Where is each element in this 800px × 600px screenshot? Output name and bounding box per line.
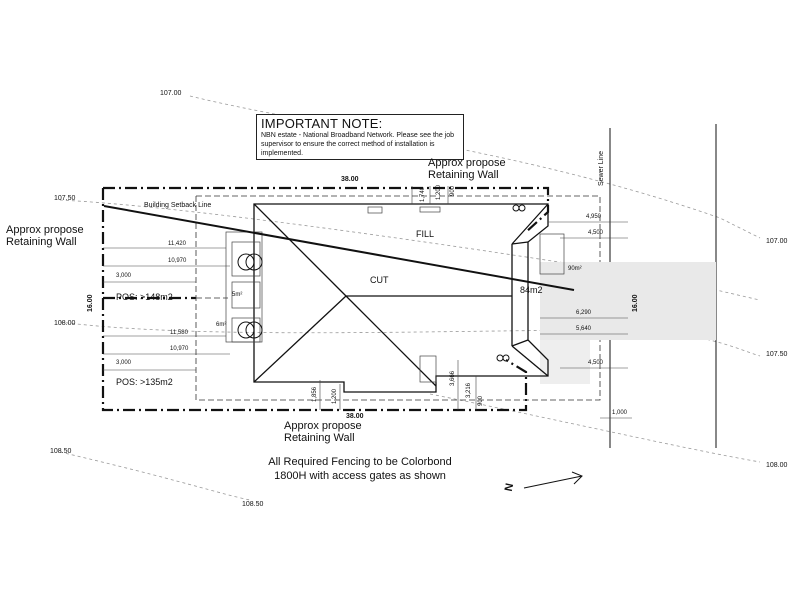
dim-900-bottom: 900	[478, 395, 484, 406]
retaining-wall-label-left: Approx propose Retaining Wall	[6, 224, 84, 248]
dim-4500-bottom: 4,500	[588, 360, 604, 366]
house-details	[225, 206, 565, 383]
dim-right-16: 16.00	[632, 294, 639, 312]
dim-4500-top: 4,500	[588, 230, 604, 236]
dim-top-38: 38.00	[341, 176, 359, 183]
house-roof	[253, 203, 549, 393]
level-label: 108.50	[50, 448, 72, 455]
dim-10970-bottom: 10,970	[170, 346, 189, 352]
dim-left-16: 16.00	[87, 294, 94, 312]
cut-fill-line	[103, 205, 575, 291]
dim-1200-top: 1,200	[436, 184, 442, 200]
pos-bottom-label: POS: >135m2	[116, 377, 173, 387]
dim-3216: 3,216	[466, 382, 472, 398]
dim-6290: 6,290	[576, 310, 592, 316]
area-5-label: 5m²	[232, 292, 243, 298]
cut-label: CUT	[370, 275, 389, 285]
level-label: 108.00	[766, 462, 788, 469]
retaining-wall-label-top: Approx propose Retaining Wall	[428, 157, 506, 181]
dim-1856: 1,856	[312, 386, 318, 402]
area-6-label: 6m²	[216, 322, 227, 328]
dim-5640: 5,640	[576, 326, 592, 332]
dim-900-top: 900	[450, 185, 456, 196]
retaining-wall-label-bottom: Approx propose Retaining Wall	[284, 420, 362, 444]
dim-1200-bottom: 1,200	[332, 388, 338, 404]
level-label: 107.50	[766, 351, 788, 358]
note-body: NBN estate - National Broadband Network.…	[261, 132, 454, 157]
level-label: 107.00	[766, 238, 788, 245]
fencing-note-line2: 1800H with access gates as shown	[274, 470, 446, 482]
dim-11420: 11,420	[168, 241, 186, 247]
setback-label: Building Setback Line	[144, 202, 212, 209]
sewer-line-label: Sewer Line	[598, 150, 605, 186]
dim-11580: 11,580	[170, 330, 188, 336]
level-label: 107.50	[54, 195, 76, 202]
fencing-note-line1: All Required Fencing to be Colorbond	[268, 456, 452, 468]
level-label: 108.50	[242, 501, 264, 508]
water-tanks	[237, 204, 526, 362]
dim-4950: 4,950	[586, 214, 602, 220]
dim-3000-bottom: 3,000	[116, 360, 132, 366]
dim-1000: 1,000	[612, 410, 628, 416]
dim-bottom-38: 38.00	[346, 413, 364, 420]
contour-lines	[59, 95, 761, 501]
note-title: IMPORTANT NOTE:	[261, 116, 383, 131]
dimension-lines	[103, 186, 632, 419]
fill-label: FILL	[416, 229, 435, 239]
level-label: 108.00	[54, 320, 76, 327]
setback-envelope	[195, 195, 601, 401]
dim-10970-top: 10,970	[168, 258, 187, 264]
area-90-label: 90m²	[568, 266, 582, 272]
north-arrow	[523, 471, 583, 489]
house-area-label: 84m2	[520, 285, 543, 295]
driveway-area	[540, 262, 716, 384]
dim-3666: 3,666	[450, 370, 456, 386]
dim-1740: 1,740	[420, 186, 426, 202]
pos-top-label: POS: >148m2	[116, 292, 173, 302]
important-note: IMPORTANT NOTE: NBN estate - National Br…	[256, 114, 464, 160]
dim-3000-top: 3,000	[116, 273, 132, 279]
level-label: 107.00	[160, 90, 182, 97]
